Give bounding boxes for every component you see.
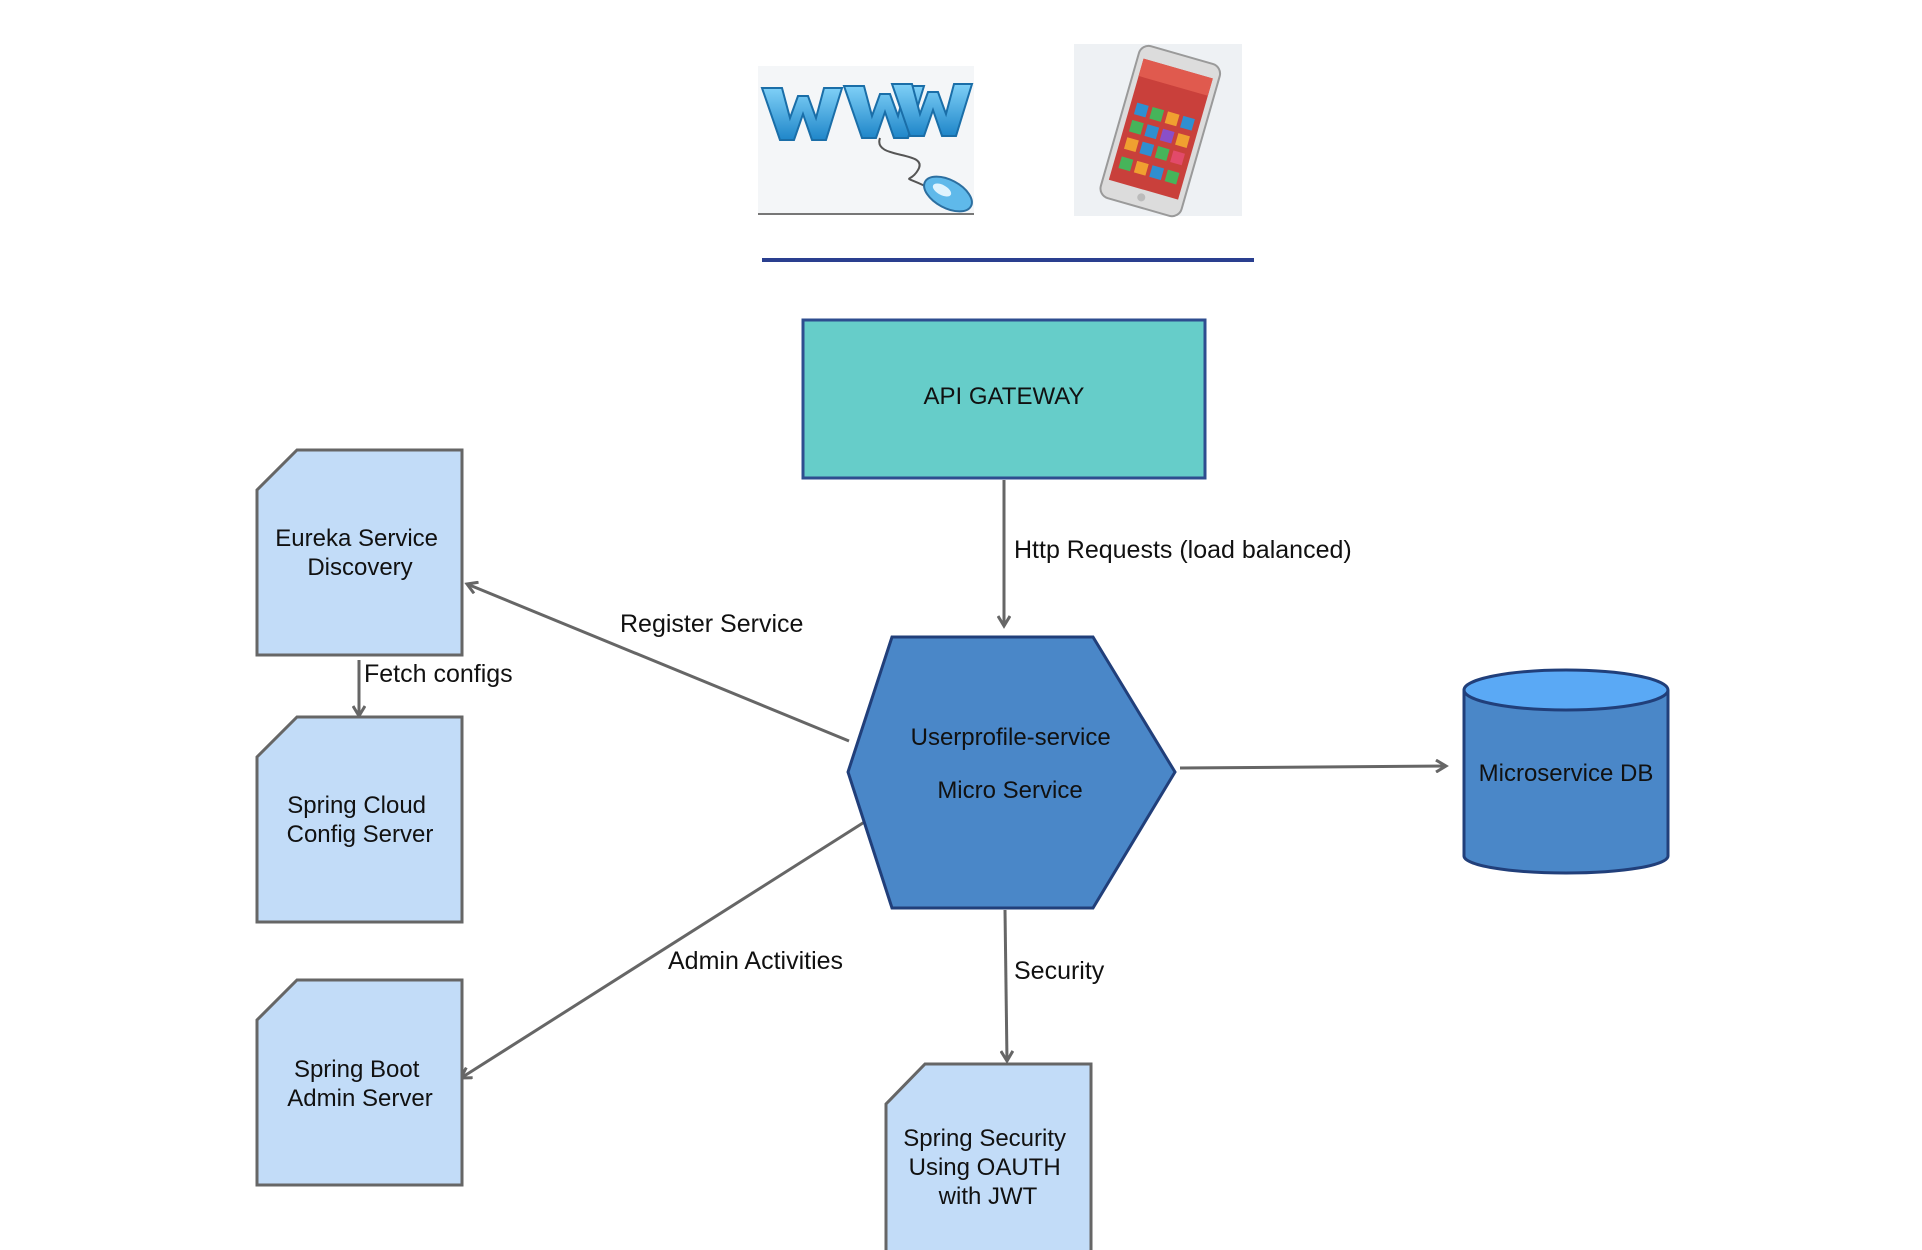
edge-database [1179,766,1446,768]
config-label-line1: Spring Cloud [287,792,426,819]
edges [359,480,1446,1078]
config-label-line2: Config Server [287,821,434,848]
edge-label-register: Register Service [620,610,803,638]
admin-label-line2: Admin Server [287,1085,432,1112]
svg-text:Userprofile-service Micr: Userprofile-service Micro Service [911,724,1118,804]
www-mouse-icon [758,66,974,215]
microservice-db-node[interactable]: Microservice DB [1462,668,1670,875]
config-server-node[interactable]: Spring Cloud Config Server [255,715,464,924]
edge-register-service [467,584,850,743]
userprofile-microservice-node[interactable]: Userprofile-service Micro Service [846,635,1177,910]
security-label-line1: Spring Security [903,1125,1066,1152]
microservice-label-line1: Userprofile-service [911,724,1111,751]
security-label-line2: Using OAUTH [909,1154,1061,1181]
edge-admin-activities [461,819,867,1078]
mobile-phone-icon [1074,44,1242,218]
edge-label-http: Http Requests (load balanced) [1014,536,1352,564]
svg-text:Spring Cloud Config Serv: Spring Cloud Config Server [287,792,434,848]
eureka-discovery-node[interactable]: Eureka Service Discovery [255,448,464,657]
svg-text:Spring Boot Admin Server: Spring Boot Admin Server [287,1056,432,1112]
edge-label-admin: Admin Activities [668,947,843,975]
edge-security [1005,909,1007,1061]
svg-text:Spring Security Using OA: Spring Security Using OAUTH with JWT [903,1125,1072,1210]
spring-security-node[interactable]: Spring Security Using OAUTH with JWT [884,1062,1093,1250]
admin-label-line1: Spring Boot [294,1056,420,1083]
admin-server-node[interactable]: Spring Boot Admin Server [255,978,464,1187]
security-label-line3: with JWT [938,1183,1038,1210]
microservice-label-line2: Micro Service [937,777,1082,804]
eureka-label-line1: Eureka Service [275,525,438,552]
eureka-label-line2: Discovery [307,554,412,581]
edge-label-fetch: Fetch configs [364,660,513,688]
edge-label-security: Security [1014,957,1105,985]
api-gateway-node[interactable]: API GATEWAY [801,318,1207,480]
api-gateway-label: API GATEWAY [924,383,1085,410]
svg-text:Eureka Service Discovery: Eureka Service Discovery [275,525,444,581]
database-label: Microservice DB [1479,760,1654,787]
